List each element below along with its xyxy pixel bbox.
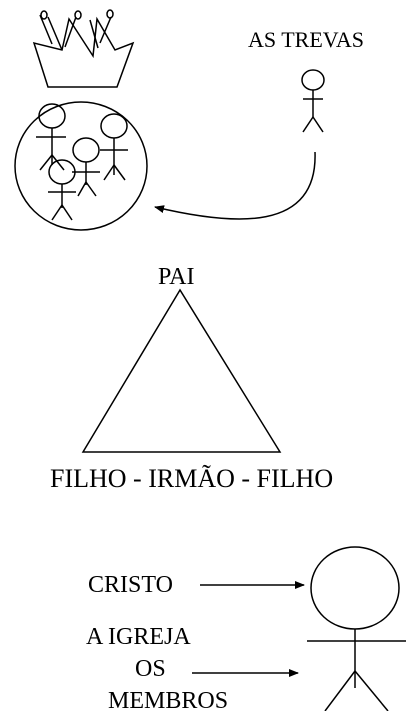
os-label: OS (135, 656, 166, 682)
christ-figure-icon (307, 546, 406, 711)
membros-label: MEMBROS (108, 688, 229, 714)
church-circle-icon (14, 101, 148, 231)
stick-figure-icon (48, 159, 76, 221)
cristo-label: CRISTO (88, 572, 173, 598)
curved-arrow-icon (154, 151, 316, 220)
pai-label: PAI (158, 264, 195, 290)
stick-figure-icon (72, 137, 100, 197)
igreja-label: A IGREJA (86, 624, 191, 650)
filho-irmao-filho-label: FILHO - IRMÃO - FILHO (50, 464, 334, 493)
crown-icon (32, 9, 135, 88)
trevas-label: AS TREVAS (248, 27, 364, 52)
trinity-triangle-icon (81, 288, 282, 453)
stick-figure-icon (36, 103, 66, 171)
trevas-figure-icon (301, 69, 325, 133)
stick-figure-icon (100, 113, 128, 181)
